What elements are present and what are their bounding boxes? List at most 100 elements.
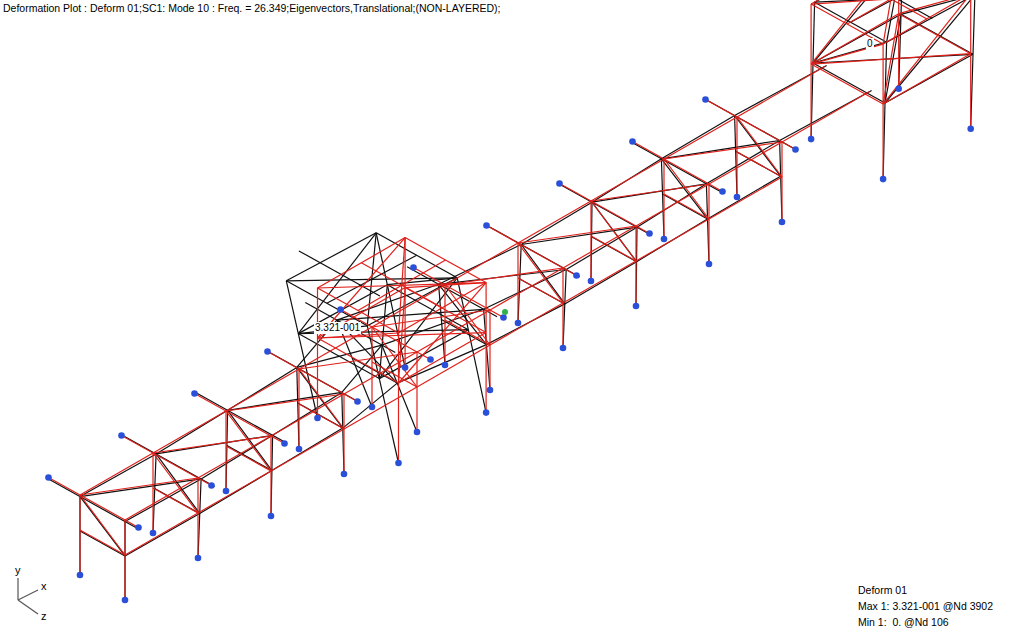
axis-label: y xyxy=(15,564,21,577)
undeformed-member xyxy=(970,0,971,54)
z-axis xyxy=(18,600,38,614)
undeformed-member xyxy=(590,201,591,281)
deformed-member xyxy=(708,176,781,219)
undeformed-member xyxy=(226,411,271,471)
undeformed-member xyxy=(811,0,899,64)
axis-label: z xyxy=(41,610,47,623)
undeformed-member xyxy=(882,44,883,104)
deformed-member xyxy=(780,141,782,223)
deformed-member xyxy=(706,141,779,184)
undeformed-member xyxy=(490,303,563,345)
support-node xyxy=(264,348,271,355)
undeformed-member xyxy=(444,285,445,365)
support-node xyxy=(45,474,52,481)
support-node xyxy=(734,194,741,201)
deformed-member xyxy=(80,479,201,497)
undeformed-member xyxy=(153,436,271,453)
undeformed-member xyxy=(153,411,226,453)
deformed-member xyxy=(352,358,397,383)
deformed-member xyxy=(198,479,201,558)
undeformed-member xyxy=(591,184,709,201)
support-node xyxy=(395,460,402,467)
support-node xyxy=(150,530,157,537)
undeformed-member xyxy=(664,117,737,159)
support-node xyxy=(281,440,288,447)
support-node xyxy=(646,230,653,237)
undeformed-member xyxy=(663,159,664,239)
undeformed-member xyxy=(781,142,782,222)
deformed-member xyxy=(80,454,156,497)
legend-title: Deform 01 xyxy=(858,584,907,596)
undeformed-member xyxy=(372,285,445,327)
undeformed-member xyxy=(153,488,198,513)
undeformed-member xyxy=(882,104,883,179)
undeformed-member xyxy=(970,54,971,129)
undeformed-member xyxy=(847,0,935,24)
undeformed-member xyxy=(399,333,487,383)
undeformed-member xyxy=(883,0,971,104)
support-node xyxy=(500,314,507,321)
support-node xyxy=(402,364,409,371)
support-node xyxy=(354,398,361,405)
undeformed-member xyxy=(79,495,80,575)
undeformed-member xyxy=(898,14,899,89)
x-axis xyxy=(18,590,38,600)
deformed-member xyxy=(706,184,709,264)
min-info: Min 1: 0. @Nd 106 xyxy=(858,616,949,628)
undeformed-member xyxy=(562,268,563,348)
support-node xyxy=(314,415,321,422)
support-node xyxy=(296,446,303,453)
support-node xyxy=(414,429,421,436)
undeformed-member xyxy=(591,201,636,261)
undeformed-member xyxy=(486,333,487,413)
deformed-member xyxy=(484,309,490,390)
undeformed-member xyxy=(358,260,446,310)
min-marker-label: 0 xyxy=(866,38,874,50)
deformed-member xyxy=(468,330,486,413)
undeformed-member xyxy=(344,387,417,429)
max-value-label: 3.321-001 xyxy=(314,322,361,334)
undeformed-member xyxy=(198,471,271,513)
undeformed-member xyxy=(810,64,811,139)
deformed-member xyxy=(883,103,885,179)
undeformed-member xyxy=(635,226,636,306)
deformed-member xyxy=(228,410,272,470)
support-node xyxy=(560,345,567,352)
undeformed-member xyxy=(298,369,299,449)
deformed-member xyxy=(80,531,125,556)
deformed-member xyxy=(382,345,417,432)
deformed-member xyxy=(153,454,156,533)
undeformed-member xyxy=(226,446,271,471)
support-node xyxy=(706,261,713,268)
deformed-member xyxy=(813,63,885,103)
deformed-member xyxy=(592,237,637,262)
deformed-member xyxy=(735,116,737,198)
undeformed-member xyxy=(226,394,344,411)
undeformed-member xyxy=(445,285,490,345)
support-node xyxy=(556,180,563,187)
undeformed-member xyxy=(883,0,899,44)
undeformed-member xyxy=(517,243,518,323)
undeformed-member xyxy=(591,159,664,201)
support-node xyxy=(77,572,84,579)
deformed-member xyxy=(379,379,398,463)
undeformed-member xyxy=(343,394,344,474)
undeformed-member xyxy=(899,14,971,54)
undeformed-member xyxy=(736,117,737,197)
undeformed-member xyxy=(883,54,971,104)
undeformed-member xyxy=(811,64,883,104)
deformed-member xyxy=(661,159,664,239)
deformed-member xyxy=(521,245,565,304)
undeformed-member xyxy=(371,327,372,407)
support-node xyxy=(410,264,417,271)
deformed-member xyxy=(851,0,939,22)
max-info: Max 1: 3.321-001 @Nd 3902 xyxy=(858,600,993,612)
undeformed-member xyxy=(271,429,344,471)
deformed-member xyxy=(565,262,637,304)
undeformed-member xyxy=(225,411,226,491)
support-node xyxy=(633,303,640,310)
support-node xyxy=(588,278,595,285)
plot-title: Deformation Plot : Deform 01;SC1: Mode 1… xyxy=(3,2,501,14)
